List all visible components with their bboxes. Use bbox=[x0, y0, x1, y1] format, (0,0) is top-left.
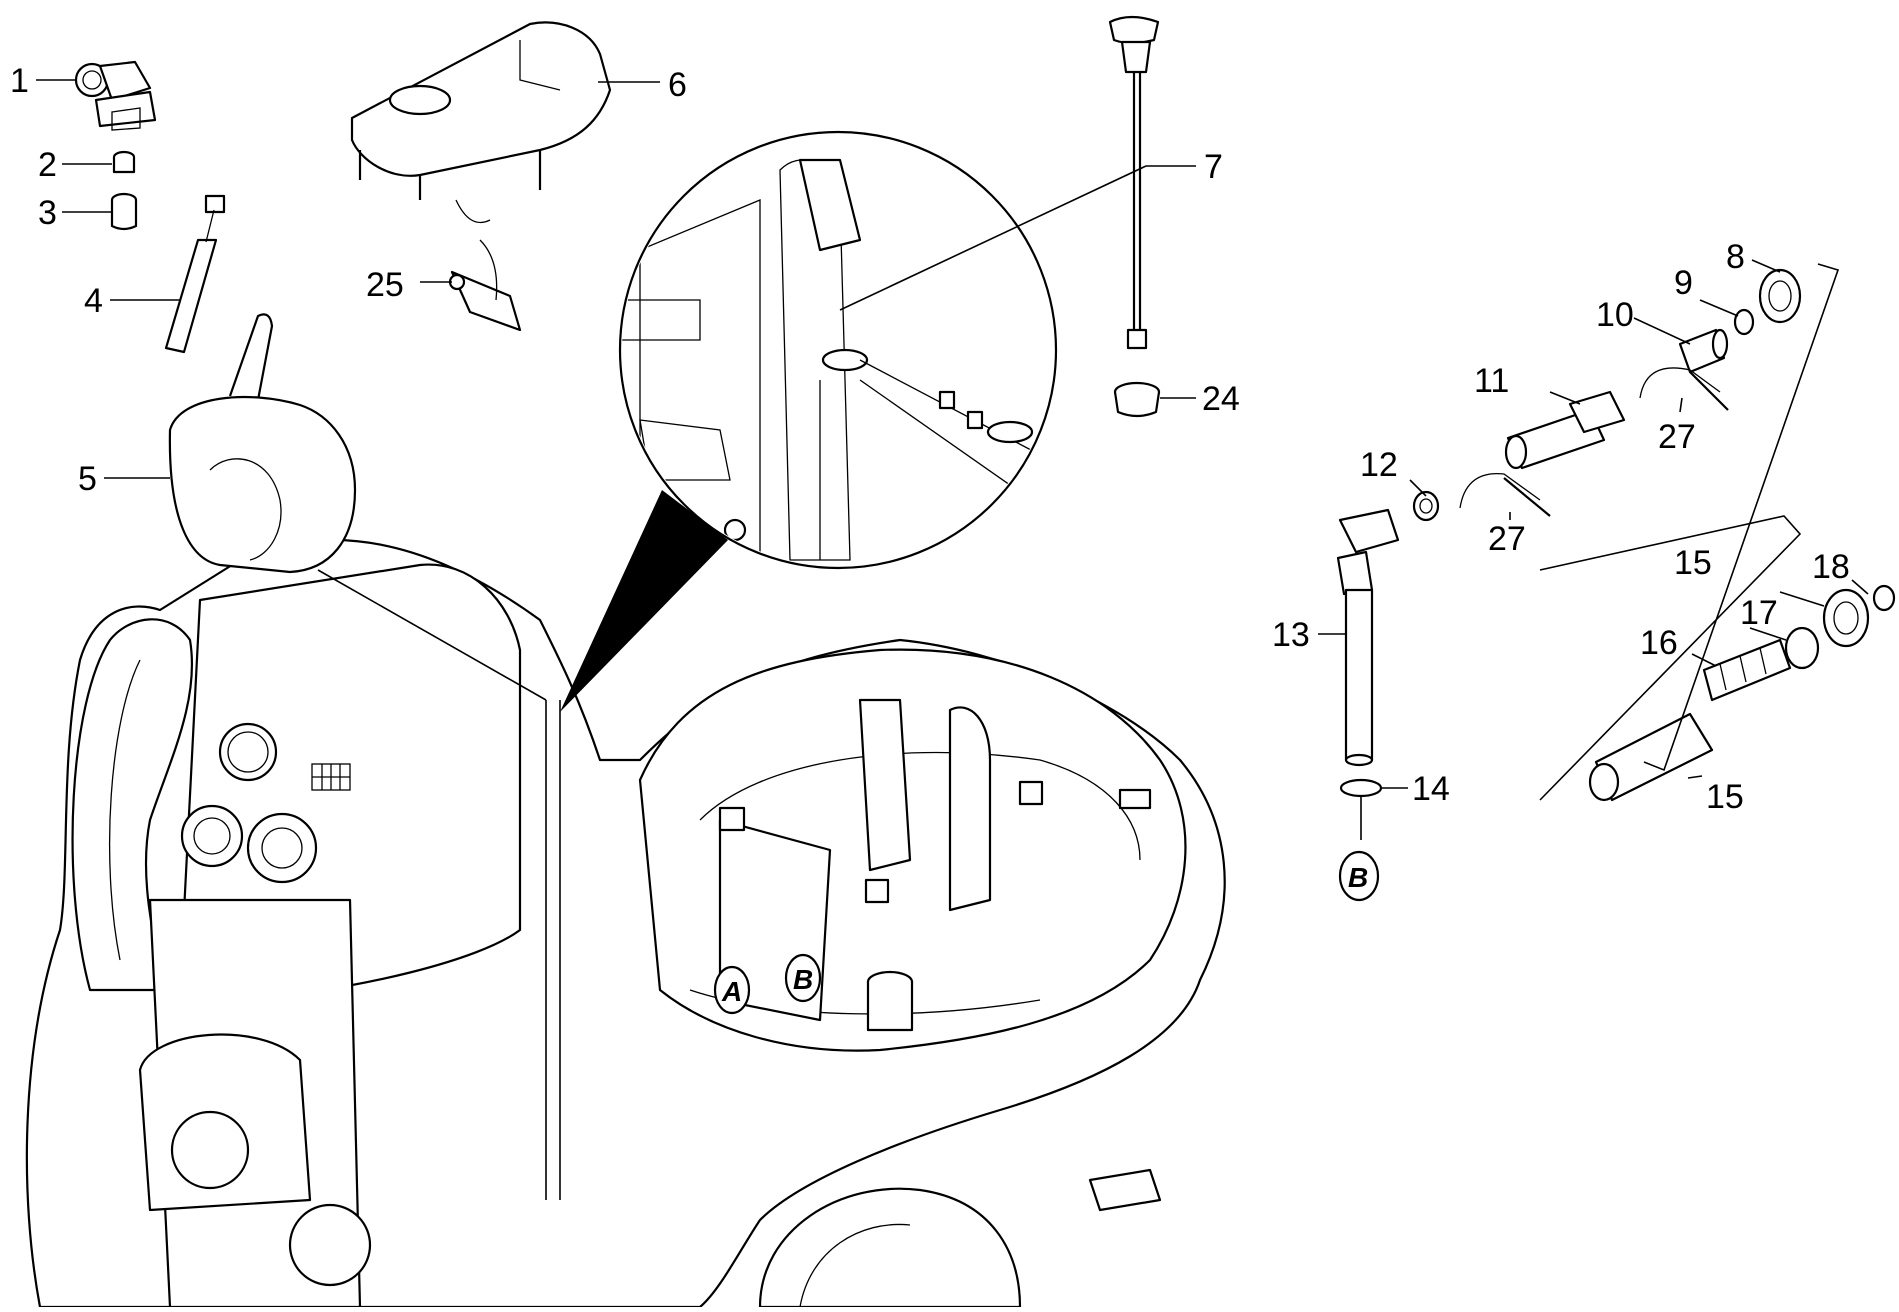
callout-10: 10 bbox=[1596, 296, 1634, 334]
callout-12: 12 bbox=[1360, 446, 1398, 484]
callout-13: 13 bbox=[1272, 616, 1310, 654]
callout-15a: 15 bbox=[1674, 544, 1712, 582]
part-27-lower bbox=[1459, 472, 1551, 517]
part-10 bbox=[1678, 328, 1729, 374]
svg-text:B: B bbox=[793, 964, 813, 995]
callout-labels: 1 2 3 4 5 6 25 7 24 8 9 10 11 27 12 27 1… bbox=[10, 62, 1850, 816]
callout-27a: 27 bbox=[1658, 418, 1696, 456]
part-3 bbox=[110, 192, 138, 231]
part-27-upper bbox=[1639, 367, 1729, 411]
callout-16: 16 bbox=[1640, 624, 1678, 662]
callout-6: 6 bbox=[668, 66, 687, 104]
detail-pointer-wedge bbox=[560, 490, 728, 712]
part-17 bbox=[1784, 626, 1820, 670]
callout-24: 24 bbox=[1202, 380, 1240, 418]
callout-27b: 27 bbox=[1488, 520, 1526, 558]
callout-18: 18 bbox=[1812, 548, 1850, 586]
svg-text:B: B bbox=[1348, 862, 1368, 893]
part-6 bbox=[350, 21, 612, 224]
part-9 bbox=[1733, 308, 1755, 336]
part-24 bbox=[1113, 381, 1161, 418]
part-14 bbox=[1339, 778, 1383, 798]
callout-15b: 15 bbox=[1706, 778, 1744, 816]
callout-9: 9 bbox=[1674, 264, 1693, 302]
part-11 bbox=[1504, 390, 1626, 470]
callout-1: 1 bbox=[10, 62, 29, 100]
callout-7: 7 bbox=[1204, 148, 1223, 186]
callout-2: 2 bbox=[38, 146, 57, 184]
part-2 bbox=[112, 150, 136, 174]
callout-17: 17 bbox=[1740, 594, 1778, 632]
part-5 bbox=[168, 313, 357, 574]
badge-a: A bbox=[713, 965, 751, 1015]
part-4 bbox=[164, 194, 226, 354]
svg-text:A: A bbox=[721, 976, 742, 1007]
callout-11: 11 bbox=[1474, 362, 1509, 400]
part-18-nut bbox=[1822, 588, 1870, 648]
part-16 bbox=[1702, 638, 1792, 702]
part-7 bbox=[1108, 15, 1160, 350]
part-1 bbox=[74, 60, 157, 131]
callout-5: 5 bbox=[78, 460, 97, 498]
leader-lines bbox=[36, 79, 1869, 840]
part-8 bbox=[1758, 268, 1802, 324]
part-13 bbox=[1336, 508, 1400, 767]
part-25 bbox=[448, 239, 522, 332]
callout-4: 4 bbox=[84, 282, 103, 320]
part-12 bbox=[1412, 490, 1440, 522]
machine-body bbox=[25, 538, 1226, 1309]
callout-25: 25 bbox=[366, 266, 404, 304]
part-18 bbox=[1872, 584, 1896, 612]
badge-b-machine: B bbox=[784, 953, 822, 1003]
callout-3: 3 bbox=[38, 194, 57, 232]
badge-b-filter: B bbox=[1338, 850, 1380, 902]
callout-8: 8 bbox=[1726, 238, 1745, 276]
part-15-pipe bbox=[1588, 712, 1714, 802]
callout-14: 14 bbox=[1412, 770, 1450, 808]
detail-magnifier bbox=[560, 130, 1058, 712]
